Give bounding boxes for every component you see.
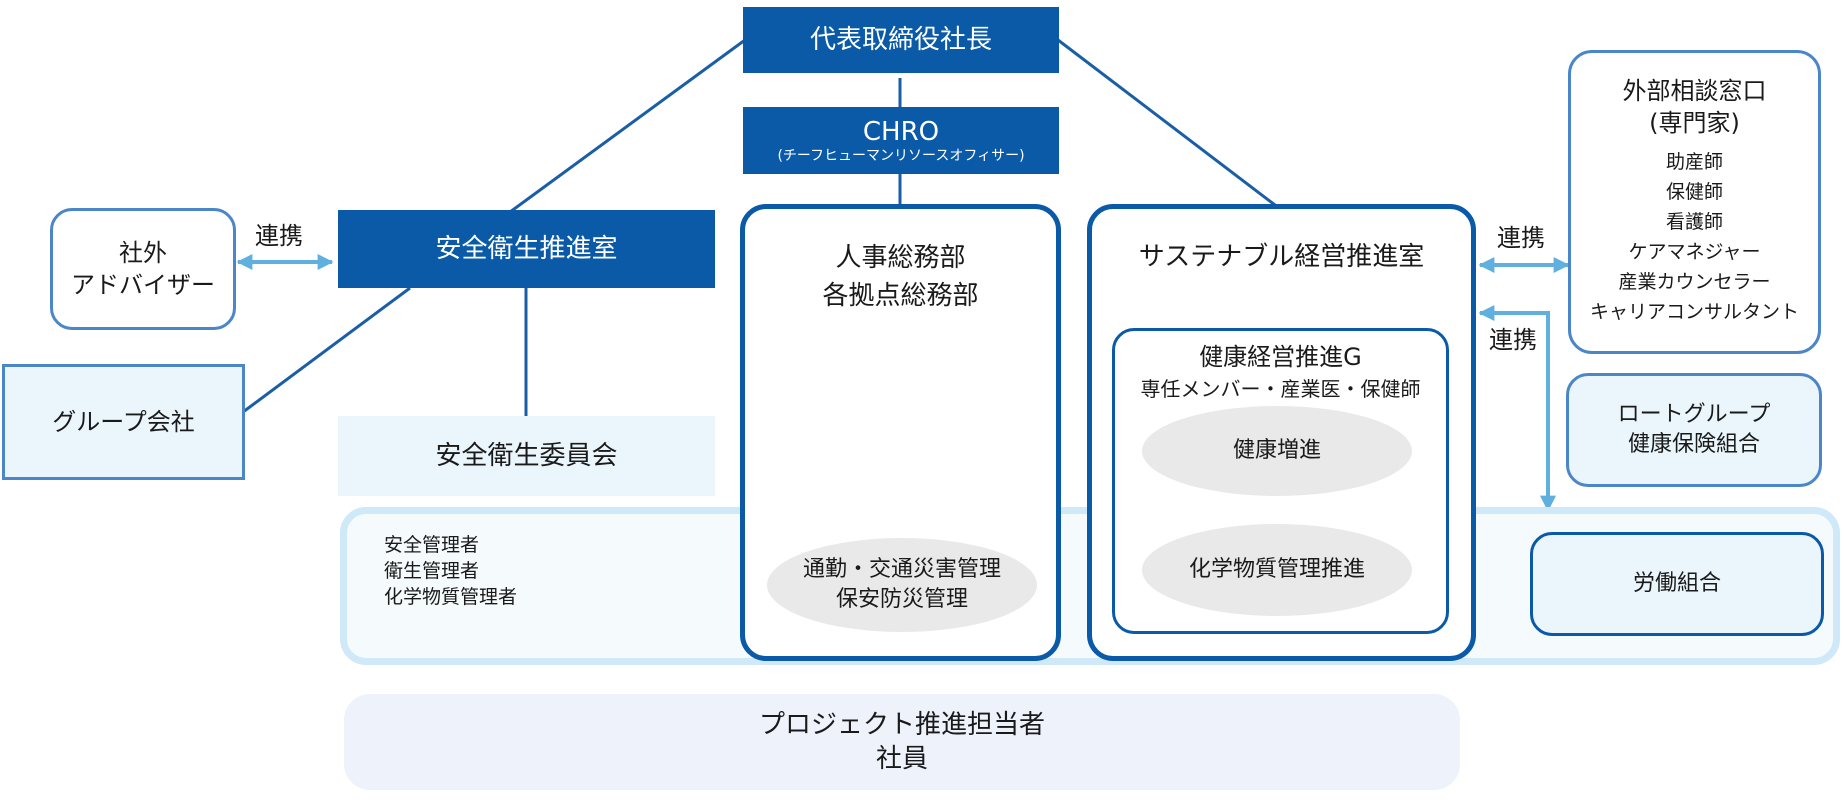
outside-advisor-line2: アドバイザー: [71, 271, 215, 299]
consultation-item: キャリアコンサルタント: [1589, 301, 1799, 323]
group-companies-label: グループ会社: [52, 408, 195, 436]
labor-union-box: 労働組合: [1530, 532, 1824, 636]
consultation-item: 保健師: [1665, 181, 1723, 203]
group-companies-box: グループ会社: [2, 364, 245, 480]
consultation-item: ケアマネジャー: [1628, 241, 1761, 263]
line-safety-group: [242, 286, 411, 414]
safety-committee-label: 安全衛生委員会: [435, 441, 618, 471]
health-promotion-ellipse: 健康増進: [1142, 406, 1412, 496]
chro-subtitle: (チーフヒューマンリソースオフィサー): [777, 147, 1025, 164]
consultation-title2: (専門家): [1649, 109, 1740, 137]
link-label-right-bottom: 連携: [1489, 326, 1537, 354]
hr-dept-line1: 人事総務部: [835, 243, 966, 273]
project-employees-box: プロジェクト推進担当者 社員: [344, 694, 1460, 790]
outside-advisor-line1: 社外: [119, 239, 167, 267]
commute-line1: 通勤・交通災害管理: [802, 557, 1001, 582]
ceo-box: 代表取締役社長: [743, 7, 1059, 73]
health-insurance-line1: ロートグループ: [1617, 402, 1771, 427]
safety-committee-box: 安全衛生委員会: [338, 416, 715, 496]
health-promotion-label: 健康増進: [1232, 438, 1321, 463]
commute-line2: 保安防災管理: [835, 587, 968, 612]
commute-ellipse: 通勤・交通災害管理 保安防災管理: [767, 538, 1037, 632]
health-group-title: 健康経営推進G: [1199, 343, 1362, 371]
chro-box: CHRO (チーフヒューマンリソースオフィサー): [743, 107, 1059, 174]
link-label-left: 連携: [255, 222, 303, 250]
managers-list: 安全管理者 衛生管理者 化学物質管理者: [384, 532, 584, 610]
external-consultation-box: 外部相談窓口 (専門家) 助産師 保健師 看護師 ケアマネジャー 産業カウンセラ…: [1568, 50, 1821, 354]
safety-office-box: 安全衛生推進室: [338, 210, 715, 288]
labor-union-label: 労働組合: [1632, 571, 1721, 596]
health-group-members: 専任メンバー・産業医・保健師: [1140, 377, 1421, 401]
outside-advisor-box: 社外 アドバイザー: [50, 208, 236, 330]
consultation-item: 助産師: [1665, 151, 1723, 173]
ceo-label: 代表取締役社長: [809, 25, 992, 55]
health-insurance-box: ロートグループ 健康保険組合: [1566, 373, 1822, 487]
safety-office-label: 安全衛生推進室: [435, 234, 618, 264]
manager-item: 安全管理者: [384, 534, 480, 556]
arrow-sustainable-union: [1478, 305, 1556, 512]
link-label-right-top: 連携: [1497, 224, 1545, 252]
line-ceo-sustainable: [1057, 38, 1276, 207]
chemical-management-label: 化学物質管理推進: [1188, 557, 1365, 582]
line-ceo-safety: [509, 38, 746, 214]
consultation-item: 産業カウンセラー: [1618, 271, 1771, 293]
manager-item: 衛生管理者: [384, 560, 480, 582]
hr-dept-line2: 各拠点総務部: [822, 281, 979, 311]
project-line2: 社員: [875, 744, 928, 774]
chemical-management-ellipse: 化学物質管理推進: [1142, 524, 1412, 616]
manager-item: 化学物質管理者: [384, 586, 518, 608]
project-line1: プロジェクト推進担当者: [758, 710, 1045, 740]
health-insurance-line2: 健康保険組合: [1627, 432, 1760, 457]
sustainable-office-label: サステナブル経営推進室: [1138, 242, 1425, 272]
chro-title: CHRO: [862, 116, 940, 147]
consultation-title1: 外部相談窓口: [1622, 77, 1767, 105]
consultation-item: 看護師: [1665, 211, 1723, 233]
